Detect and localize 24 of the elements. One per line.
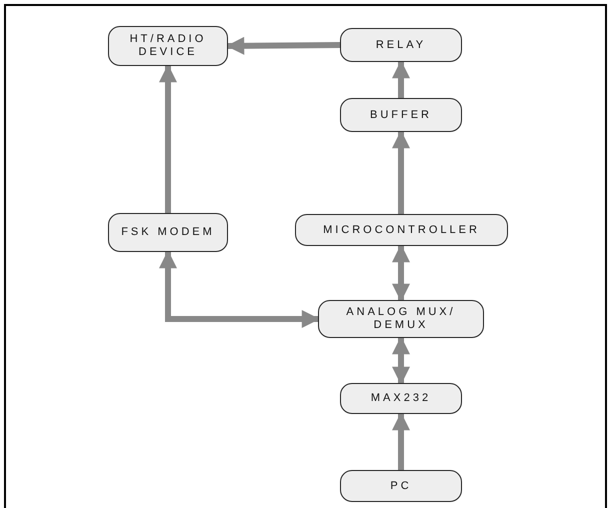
process-box bbox=[340, 28, 462, 62]
box-label: HT/RADIO DEVICE bbox=[128, 33, 208, 59]
process-box bbox=[340, 383, 462, 414]
process-box bbox=[108, 26, 228, 66]
box-label: ANALOG MUX/ DEMUX bbox=[345, 306, 457, 332]
arrow bbox=[392, 130, 410, 214]
process-box bbox=[108, 213, 228, 252]
arrow bbox=[159, 250, 320, 328]
box-label: RELAY bbox=[376, 38, 426, 52]
process-box bbox=[340, 98, 462, 132]
box-label: MICROCONTROLLER bbox=[323, 224, 480, 236]
arrow bbox=[226, 36, 340, 55]
box-label: MAX232 bbox=[370, 392, 432, 405]
arrow bbox=[392, 412, 410, 470]
arrow bbox=[392, 244, 410, 302]
process-box bbox=[318, 300, 484, 338]
process-box bbox=[295, 214, 508, 246]
arrow bbox=[392, 60, 410, 98]
box-label: FSK MODEM bbox=[121, 226, 215, 239]
arrow bbox=[159, 64, 177, 213]
box-label: PC bbox=[390, 480, 412, 492]
box-label: BUFFER bbox=[370, 108, 432, 122]
process-box bbox=[340, 470, 462, 502]
arrow bbox=[392, 336, 410, 385]
